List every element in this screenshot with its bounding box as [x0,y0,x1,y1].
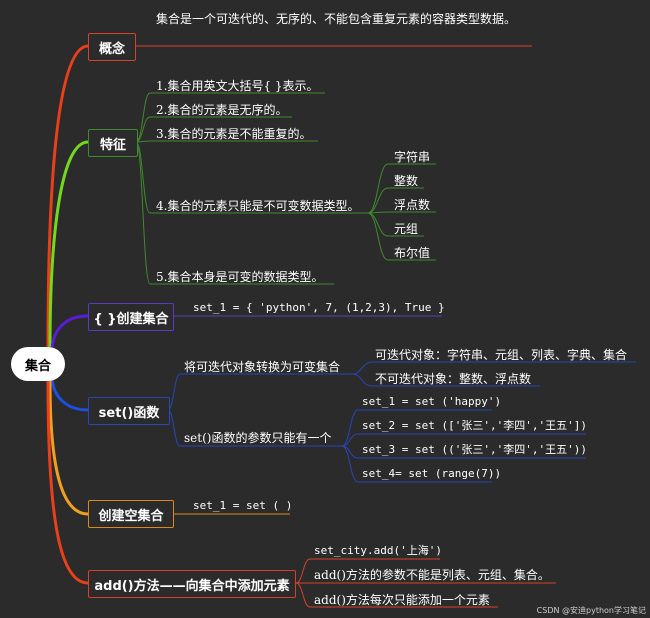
concept-definition: 集合是一个可迭代的、无序的、不能包含重复元素的容器类型数据。 [156,12,517,26]
set-one-arg-desc: set()函数的参数只能有一个 [184,431,332,445]
non-iterables-desc: 不可迭代对象：整数、浮点数 [375,372,532,386]
features-node[interactable]: 特征 [88,129,138,157]
set-example-3: set_3 = set (('张三','李四','王五')) [362,443,587,456]
type-tuple: 元组 [394,222,419,236]
set-convert-desc: 将可迭代对象转换为可变集合 [184,360,341,374]
concept-node[interactable]: 概念 [88,33,136,61]
feature-item-1: 1.集合用英文大括号{ }表示。 [156,79,319,93]
add-method-node[interactable]: add()方法——向集合中添加元素 [88,570,296,598]
watermark: CSDN @安迪python学习笔记 [536,606,646,615]
type-string: 字符串 [394,150,431,164]
add-one-element: add()方法每次只能添加一个元素 [314,593,490,607]
root-node[interactable]: 集合 [11,347,65,381]
feature-item-4: 4.集合的元素只能是不可变数据类型。 [156,199,360,213]
feature-item-3: 3.集合的元素是不能重复的。 [156,127,312,141]
iterables-desc: 可迭代对象：字符串、元组、列表、字典、集合 [375,348,628,362]
empty-set-node[interactable]: 创建空集合 [88,500,174,528]
type-float: 浮点数 [394,198,431,212]
feature-item-5: 5.集合本身是可变的数据类型。 [156,270,324,284]
add-arg-restriction: add()方法的参数不能是列表、元组、集合。 [314,568,550,582]
type-boolean: 布尔值 [394,246,431,260]
feature-item-2: 2.集合的元素是无序的。 [156,103,288,117]
set-example-2: set_2 = set (['张三','李四','王五']) [362,419,587,432]
empty-set-example: set_1 = set ( ) [193,499,293,512]
type-integer: 整数 [394,174,419,188]
create-set-node[interactable]: { }创建集合 [88,303,174,331]
add-example: set_city.add('上海') [314,544,442,557]
set-function-node[interactable]: set()函数 [88,397,170,425]
create-set-example: set_1 = { 'python', 7, (1,2,3), True } [193,301,445,314]
set-example-4: set_4= set (range(7)) [362,467,502,480]
set-example-1: set_1 = set ('happy') [362,395,502,408]
